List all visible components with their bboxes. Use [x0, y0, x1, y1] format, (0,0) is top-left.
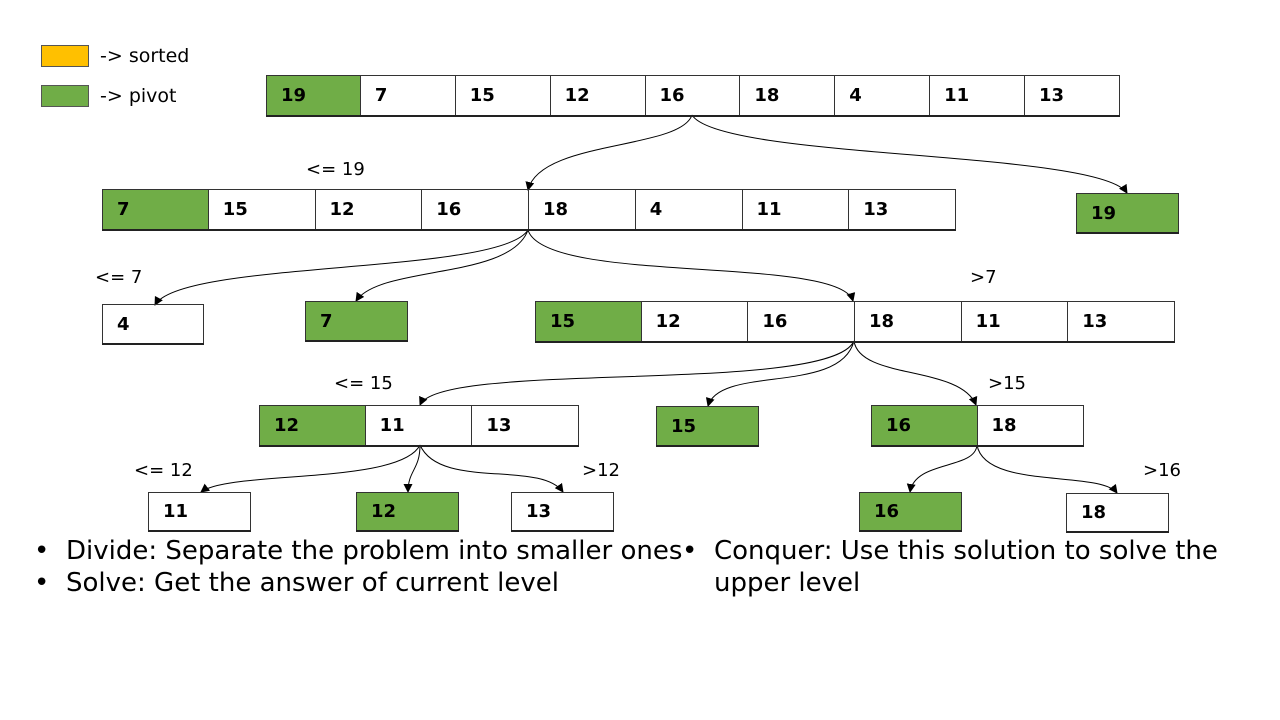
array-pivot-7: 7 [305, 301, 408, 342]
l3-left-cell-0: 12 [259, 405, 366, 445]
l2-right-cell-2: 16 [748, 301, 855, 341]
label-gt-15: >15 [988, 373, 1026, 394]
legend-pivot-label: -> pivot [100, 85, 177, 107]
l3-left-cell-2: 13 [472, 405, 579, 445]
edge-root-to-right [691, 114, 1128, 194]
label-gt-16: >16 [1143, 460, 1181, 481]
l1-left-cell-4: 18 [529, 189, 636, 229]
edge-l3-to-pivot12 [403, 444, 421, 493]
root-cell-1: 7 [360, 75, 456, 115]
l1-left-cell-3: 16 [422, 189, 529, 229]
l2-right-cell-4: 11 [961, 301, 1069, 341]
l4-a-cell-0: 11 [148, 492, 251, 530]
l1-left-cell-7: 13 [849, 189, 956, 229]
l2-right-cell-1: 12 [641, 301, 749, 341]
edge-l3-to-le12 [200, 444, 421, 493]
root-cell-6: 4 [835, 75, 931, 115]
edge-l2-to-le15 [419, 340, 855, 406]
array-le-7: 4 [102, 304, 204, 345]
root-cell-7: 11 [930, 75, 1025, 115]
label-gt-12: >12 [582, 460, 620, 481]
l3-mid-cell-0: 15 [656, 406, 759, 445]
edge-l1-to-pivot7 [355, 229, 529, 302]
array-gt-16: 18 [1066, 493, 1169, 533]
root-cell-0: 19 [266, 75, 361, 115]
root-cell-8: 13 [1025, 75, 1120, 115]
array-le-12: 11 [148, 492, 251, 532]
array-pivot-19: 19 [1076, 193, 1179, 234]
l1-left-cell-2: 12 [315, 189, 423, 229]
label-gt-7: >7 [970, 267, 997, 288]
bullet-divide: Divide: Separate the problem into smalle… [34, 535, 684, 567]
l1-left-cell-0: 7 [102, 189, 209, 229]
l2-right-cell-0: 15 [535, 301, 642, 341]
root-cell-5: 18 [740, 75, 836, 115]
edge-l3-to-gt12 [419, 444, 564, 493]
array-pivot-16: 16 [859, 492, 962, 532]
edge-l2-to-gt15 [853, 340, 978, 406]
array-pivot-15: 15 [656, 406, 759, 447]
edge-l2-to-pivot15 [705, 340, 855, 407]
l4-c-cell-0: 13 [511, 492, 614, 530]
legend-pivot-swatch [41, 85, 89, 107]
bullets-right: Conquer: Use this solution to solve the … [682, 535, 1242, 599]
label-le-12: <= 12 [134, 460, 193, 481]
l1-left-cell-6: 11 [742, 189, 850, 229]
bullet-solve: Solve: Get the answer of current level [34, 567, 684, 599]
edge-l1-to-gt7 [527, 229, 856, 302]
bullet-conquer: Conquer: Use this solution to solve the … [682, 535, 1242, 599]
l3-right-cell-0: 16 [871, 405, 978, 445]
edge-root-to-left [525, 114, 693, 191]
l2-right-cell-5: 13 [1068, 301, 1175, 341]
l4-e-cell-0: 18 [1066, 493, 1169, 531]
root-cell-2: 15 [455, 75, 551, 115]
label-le-15: <= 15 [334, 373, 393, 394]
legend-sorted-swatch [41, 45, 89, 67]
l2-mid-cell-0: 7 [305, 301, 408, 340]
l1-right-cell-0: 19 [1076, 193, 1179, 232]
edge-l3r-to-pivot16 [906, 444, 978, 493]
l3-left-cell-1: 11 [365, 405, 473, 445]
edge-l3r-to-gt16 [976, 444, 1118, 494]
label-le-19: <= 19 [306, 159, 365, 180]
root-cell-3: 12 [550, 75, 646, 115]
l1-left-cell-1: 15 [208, 189, 316, 229]
l4-d-cell-0: 16 [859, 492, 962, 530]
edge-l1-to-le7 [154, 229, 529, 306]
l3-right-cell-1: 18 [977, 405, 1084, 445]
array-pivot-12: 12 [356, 492, 459, 532]
root-cell-4: 16 [645, 75, 741, 115]
l4-b-cell-0: 12 [356, 492, 459, 530]
l2-right-cell-3: 18 [854, 301, 962, 341]
label-le-7: <= 7 [95, 267, 143, 288]
l2-left-cell-0: 4 [102, 304, 204, 343]
array-gt-12: 13 [511, 492, 614, 532]
l1-left-cell-5: 4 [635, 189, 743, 229]
legend-sorted-label: -> sorted [100, 45, 190, 67]
bullets-left: Divide: Separate the problem into smalle… [34, 535, 684, 599]
